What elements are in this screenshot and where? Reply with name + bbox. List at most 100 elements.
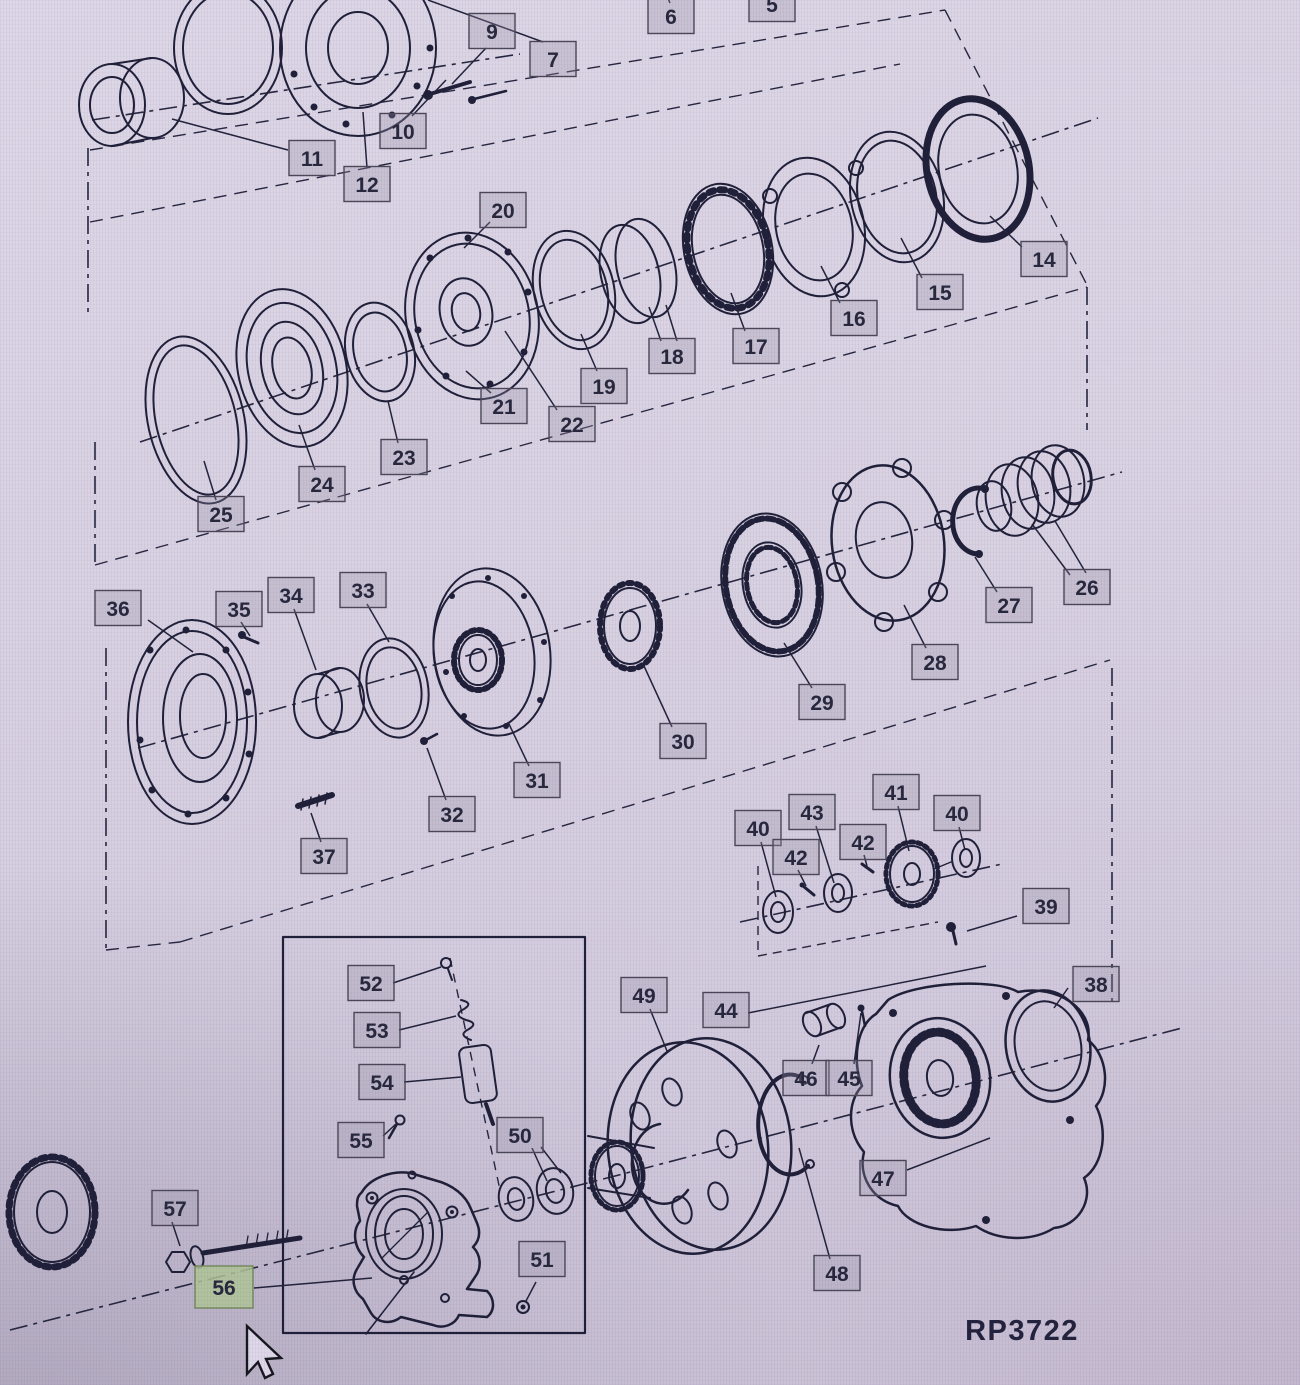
- part-label-text: 43: [800, 802, 823, 825]
- part-label-52[interactable]: 52: [347, 964, 395, 1002]
- part-label-27[interactable]: 27: [985, 586, 1033, 624]
- part-label-36[interactable]: 36: [94, 589, 142, 627]
- part-label-40[interactable]: 40: [933, 794, 981, 832]
- part-label-text: 44: [714, 1000, 738, 1023]
- part-label-39[interactable]: 39: [1022, 887, 1070, 925]
- part-label-text: 12: [355, 174, 378, 197]
- part-label-12[interactable]: 12: [343, 165, 391, 203]
- part-label-38[interactable]: 38: [1072, 965, 1120, 1003]
- part-label-45[interactable]: 45: [825, 1059, 873, 1097]
- leader-line: [747, 965, 987, 1014]
- part-label-33[interactable]: 33: [339, 571, 387, 609]
- part-label-text: 31: [525, 770, 549, 793]
- leader-line: [906, 1137, 991, 1171]
- part-label-text: 37: [312, 846, 335, 869]
- part-label-56-selected[interactable]: 56: [194, 1265, 254, 1309]
- leader-line: [387, 400, 399, 444]
- part-label-43[interactable]: 43: [788, 793, 836, 831]
- part-label-50[interactable]: 50: [496, 1116, 544, 1154]
- part-label-5[interactable]: 5: [748, 0, 796, 23]
- part-label-text: 53: [365, 1020, 388, 1043]
- part-label-text: 42: [784, 847, 807, 870]
- part-label-42[interactable]: 42: [772, 838, 820, 876]
- part-label-26[interactable]: 26: [1063, 568, 1111, 606]
- part-label-54[interactable]: 54: [358, 1063, 406, 1101]
- part-label-42[interactable]: 42: [839, 823, 887, 861]
- leader-line: [863, 854, 868, 867]
- leader-line: [974, 556, 998, 593]
- part-label-9[interactable]: 9: [468, 12, 516, 50]
- part-label-text: 14: [1032, 249, 1056, 272]
- part-label-text: 29: [810, 692, 833, 715]
- part-label-text: 36: [106, 598, 129, 621]
- detail-inset-box: [281, 935, 587, 1335]
- leader-line: [665, 304, 678, 342]
- part-label-14[interactable]: 14: [1020, 240, 1068, 278]
- leader-line: [643, 665, 673, 728]
- part-label-57[interactable]: 57: [151, 1189, 199, 1227]
- leader-line: [171, 118, 289, 151]
- part-label-text: 25: [209, 504, 233, 527]
- part-label-text: 32: [440, 804, 463, 827]
- part-label-text: 15: [928, 282, 952, 305]
- part-label-text: 39: [1034, 896, 1057, 919]
- leader-line: [649, 1008, 668, 1052]
- part-label-35[interactable]: 35: [215, 590, 263, 628]
- part-label-55[interactable]: 55: [337, 1121, 385, 1159]
- part-label-6[interactable]: 6: [647, 0, 695, 35]
- part-label-23[interactable]: 23: [380, 438, 428, 476]
- part-label-text: 51: [530, 1249, 554, 1272]
- leader-line: [897, 805, 910, 852]
- part-label-25[interactable]: 25: [197, 495, 245, 533]
- part-label-30[interactable]: 30: [659, 722, 707, 760]
- part-label-44[interactable]: 44: [702, 991, 750, 1029]
- part-label-41[interactable]: 41: [872, 773, 920, 811]
- part-label-24[interactable]: 24: [298, 465, 346, 503]
- leader-line: [310, 812, 322, 843]
- part-label-text: 57: [163, 1198, 186, 1221]
- part-label-47[interactable]: 47: [859, 1159, 907, 1197]
- part-label-text: 49: [632, 985, 655, 1008]
- part-label-11[interactable]: 11: [288, 139, 336, 177]
- part-label-20[interactable]: 20: [479, 191, 527, 229]
- part-label-49[interactable]: 49: [620, 976, 668, 1014]
- part-label-37[interactable]: 37: [300, 837, 348, 875]
- part-label-29[interactable]: 29: [798, 683, 846, 721]
- part-label-51[interactable]: 51: [518, 1240, 566, 1278]
- part-label-53[interactable]: 53: [353, 1011, 401, 1049]
- part-label-15[interactable]: 15: [916, 273, 964, 311]
- part-label-28[interactable]: 28: [911, 643, 959, 681]
- leader-line: [966, 915, 1018, 932]
- part-label-21[interactable]: 21: [480, 387, 528, 425]
- part-label-22[interactable]: 22: [548, 405, 596, 443]
- leader-line: [504, 330, 558, 411]
- part-label-32[interactable]: 32: [428, 795, 476, 833]
- part-label-19[interactable]: 19: [580, 367, 628, 405]
- part-label-7[interactable]: 7: [529, 40, 577, 78]
- leader-line: [147, 619, 194, 653]
- leader-line: [989, 215, 1023, 248]
- part-label-16[interactable]: 16: [830, 299, 878, 337]
- part-label-text: 30: [671, 731, 694, 754]
- leader-line: [253, 1277, 373, 1289]
- part-label-text: 48: [825, 1263, 849, 1286]
- leader-line: [451, 47, 487, 85]
- part-label-text: 38: [1084, 974, 1108, 997]
- part-labels: 5697101112201415161718192122232425262728…: [94, 0, 1120, 1309]
- leader-line: [760, 841, 777, 898]
- part-label-48[interactable]: 48: [813, 1254, 861, 1292]
- part-label-34[interactable]: 34: [267, 576, 315, 614]
- part-label-10[interactable]: 10: [379, 112, 427, 150]
- part-label-text: 19: [592, 376, 615, 399]
- leader-line: [531, 1147, 548, 1182]
- leader-line: [798, 1147, 831, 1260]
- part-label-46[interactable]: 46: [782, 1059, 830, 1097]
- part-label-17[interactable]: 17: [732, 327, 780, 365]
- leader-line: [648, 306, 662, 342]
- part-label-text: 40: [746, 818, 769, 841]
- part-label-text: 22: [560, 414, 583, 437]
- part-label-text: 11: [301, 148, 324, 171]
- part-label-18[interactable]: 18: [648, 337, 696, 375]
- part-label-31[interactable]: 31: [513, 761, 561, 799]
